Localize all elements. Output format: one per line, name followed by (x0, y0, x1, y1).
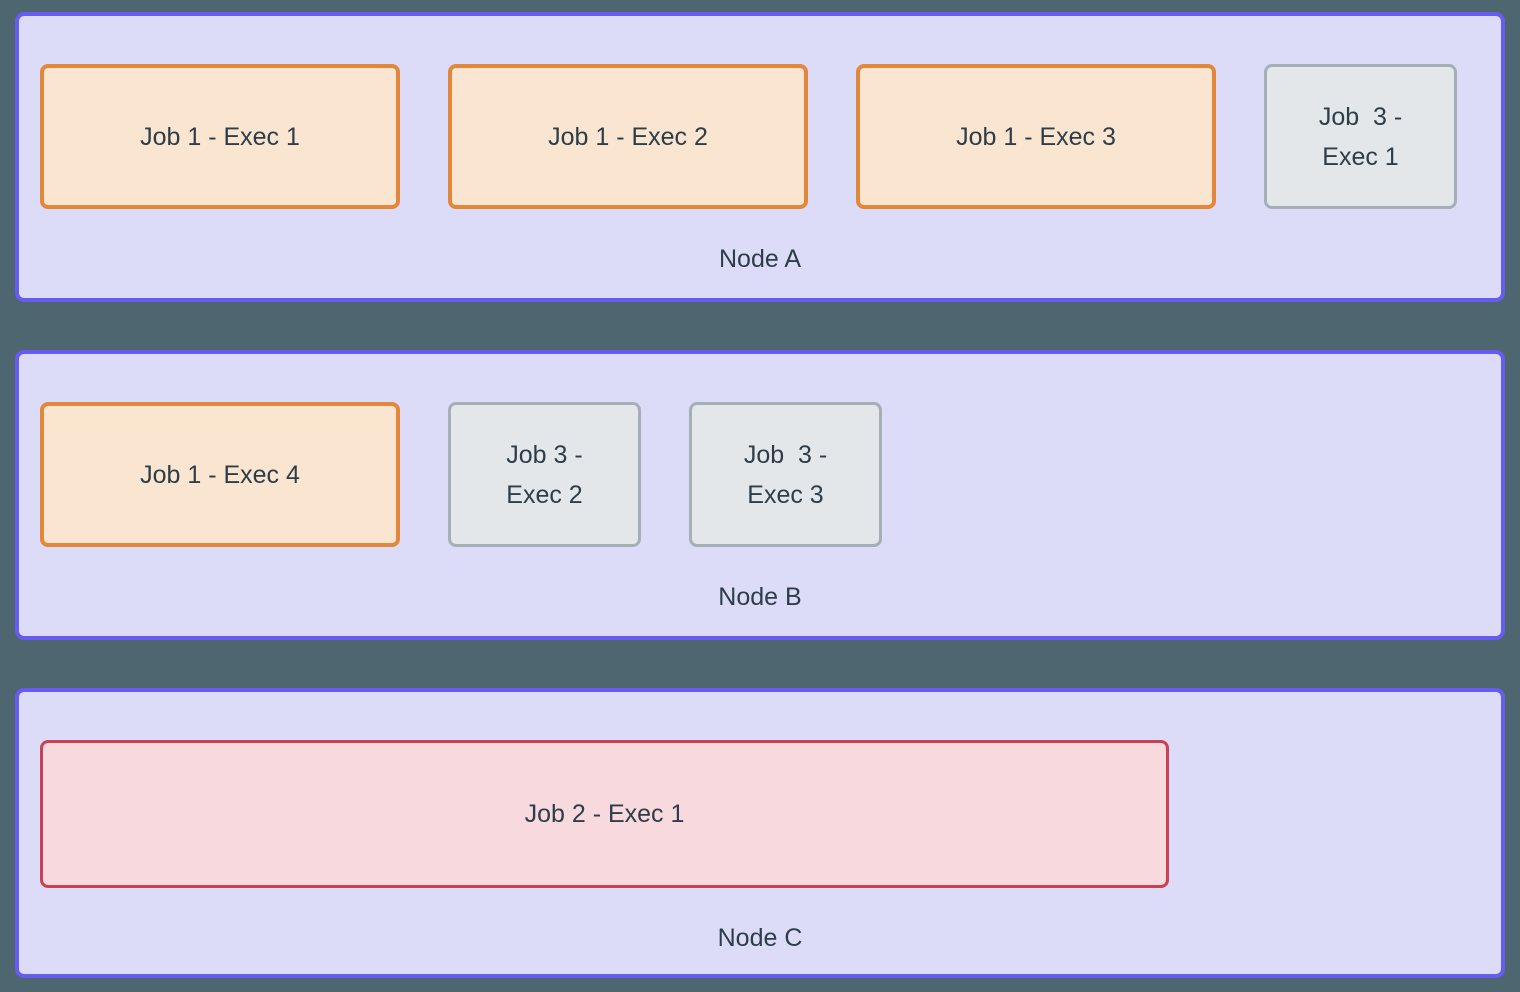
executor-box-job1-exec2: Job 1 - Exec 2 (448, 64, 808, 209)
executor-box-job2-exec1: Job 2 - Exec 1 (40, 740, 1169, 888)
executor-box-job1-exec3: Job 1 - Exec 3 (856, 64, 1216, 209)
node-b-container: Job 1 - Exec 4 Job 3 - Exec 2 Job 3 - Ex… (15, 350, 1505, 640)
executor-label: Job 1 - Exec 3 (956, 122, 1116, 151)
executor-label: Job 3 - Exec 2 (506, 440, 583, 509)
executor-label: Job 3 - Exec 3 (743, 440, 828, 509)
executor-box-job1-exec4: Job 1 - Exec 4 (40, 402, 400, 547)
executor-label: Job 1 - Exec 4 (140, 460, 300, 489)
executor-label: Job 2 - Exec 1 (524, 800, 685, 828)
executor-label: Job 1 - Exec 1 (140, 122, 300, 151)
executor-label: Job 1 - Exec 2 (548, 122, 708, 151)
executor-label: Job 3 - Exec 1 (1318, 102, 1403, 171)
node-b-label: Node B (718, 583, 802, 611)
node-a-label: Node A (718, 245, 801, 273)
node-c-label: Node C (717, 924, 803, 952)
node-b-executor-row: Job 1 - Exec 4 Job 3 - Exec 2 Job 3 - Ex… (40, 402, 1501, 547)
node-c-container: Job 2 - Exec 1 Node C (15, 688, 1505, 978)
executor-box-job1-exec1: Job 1 - Exec 1 (40, 64, 400, 209)
node-a-executor-row: Job 1 - Exec 1 Job 1 - Exec 2 Job 1 - Ex… (40, 64, 1501, 209)
node-c-executor-row: Job 2 - Exec 1 (40, 740, 1501, 888)
executor-box-job3-exec3: Job 3 - Exec 3 (689, 402, 882, 547)
executor-box-job3-exec1: Job 3 - Exec 1 (1264, 64, 1457, 209)
node-a-container: Job 1 - Exec 1 Job 1 - Exec 2 Job 1 - Ex… (15, 12, 1505, 302)
executor-box-job3-exec2: Job 3 - Exec 2 (448, 402, 641, 547)
